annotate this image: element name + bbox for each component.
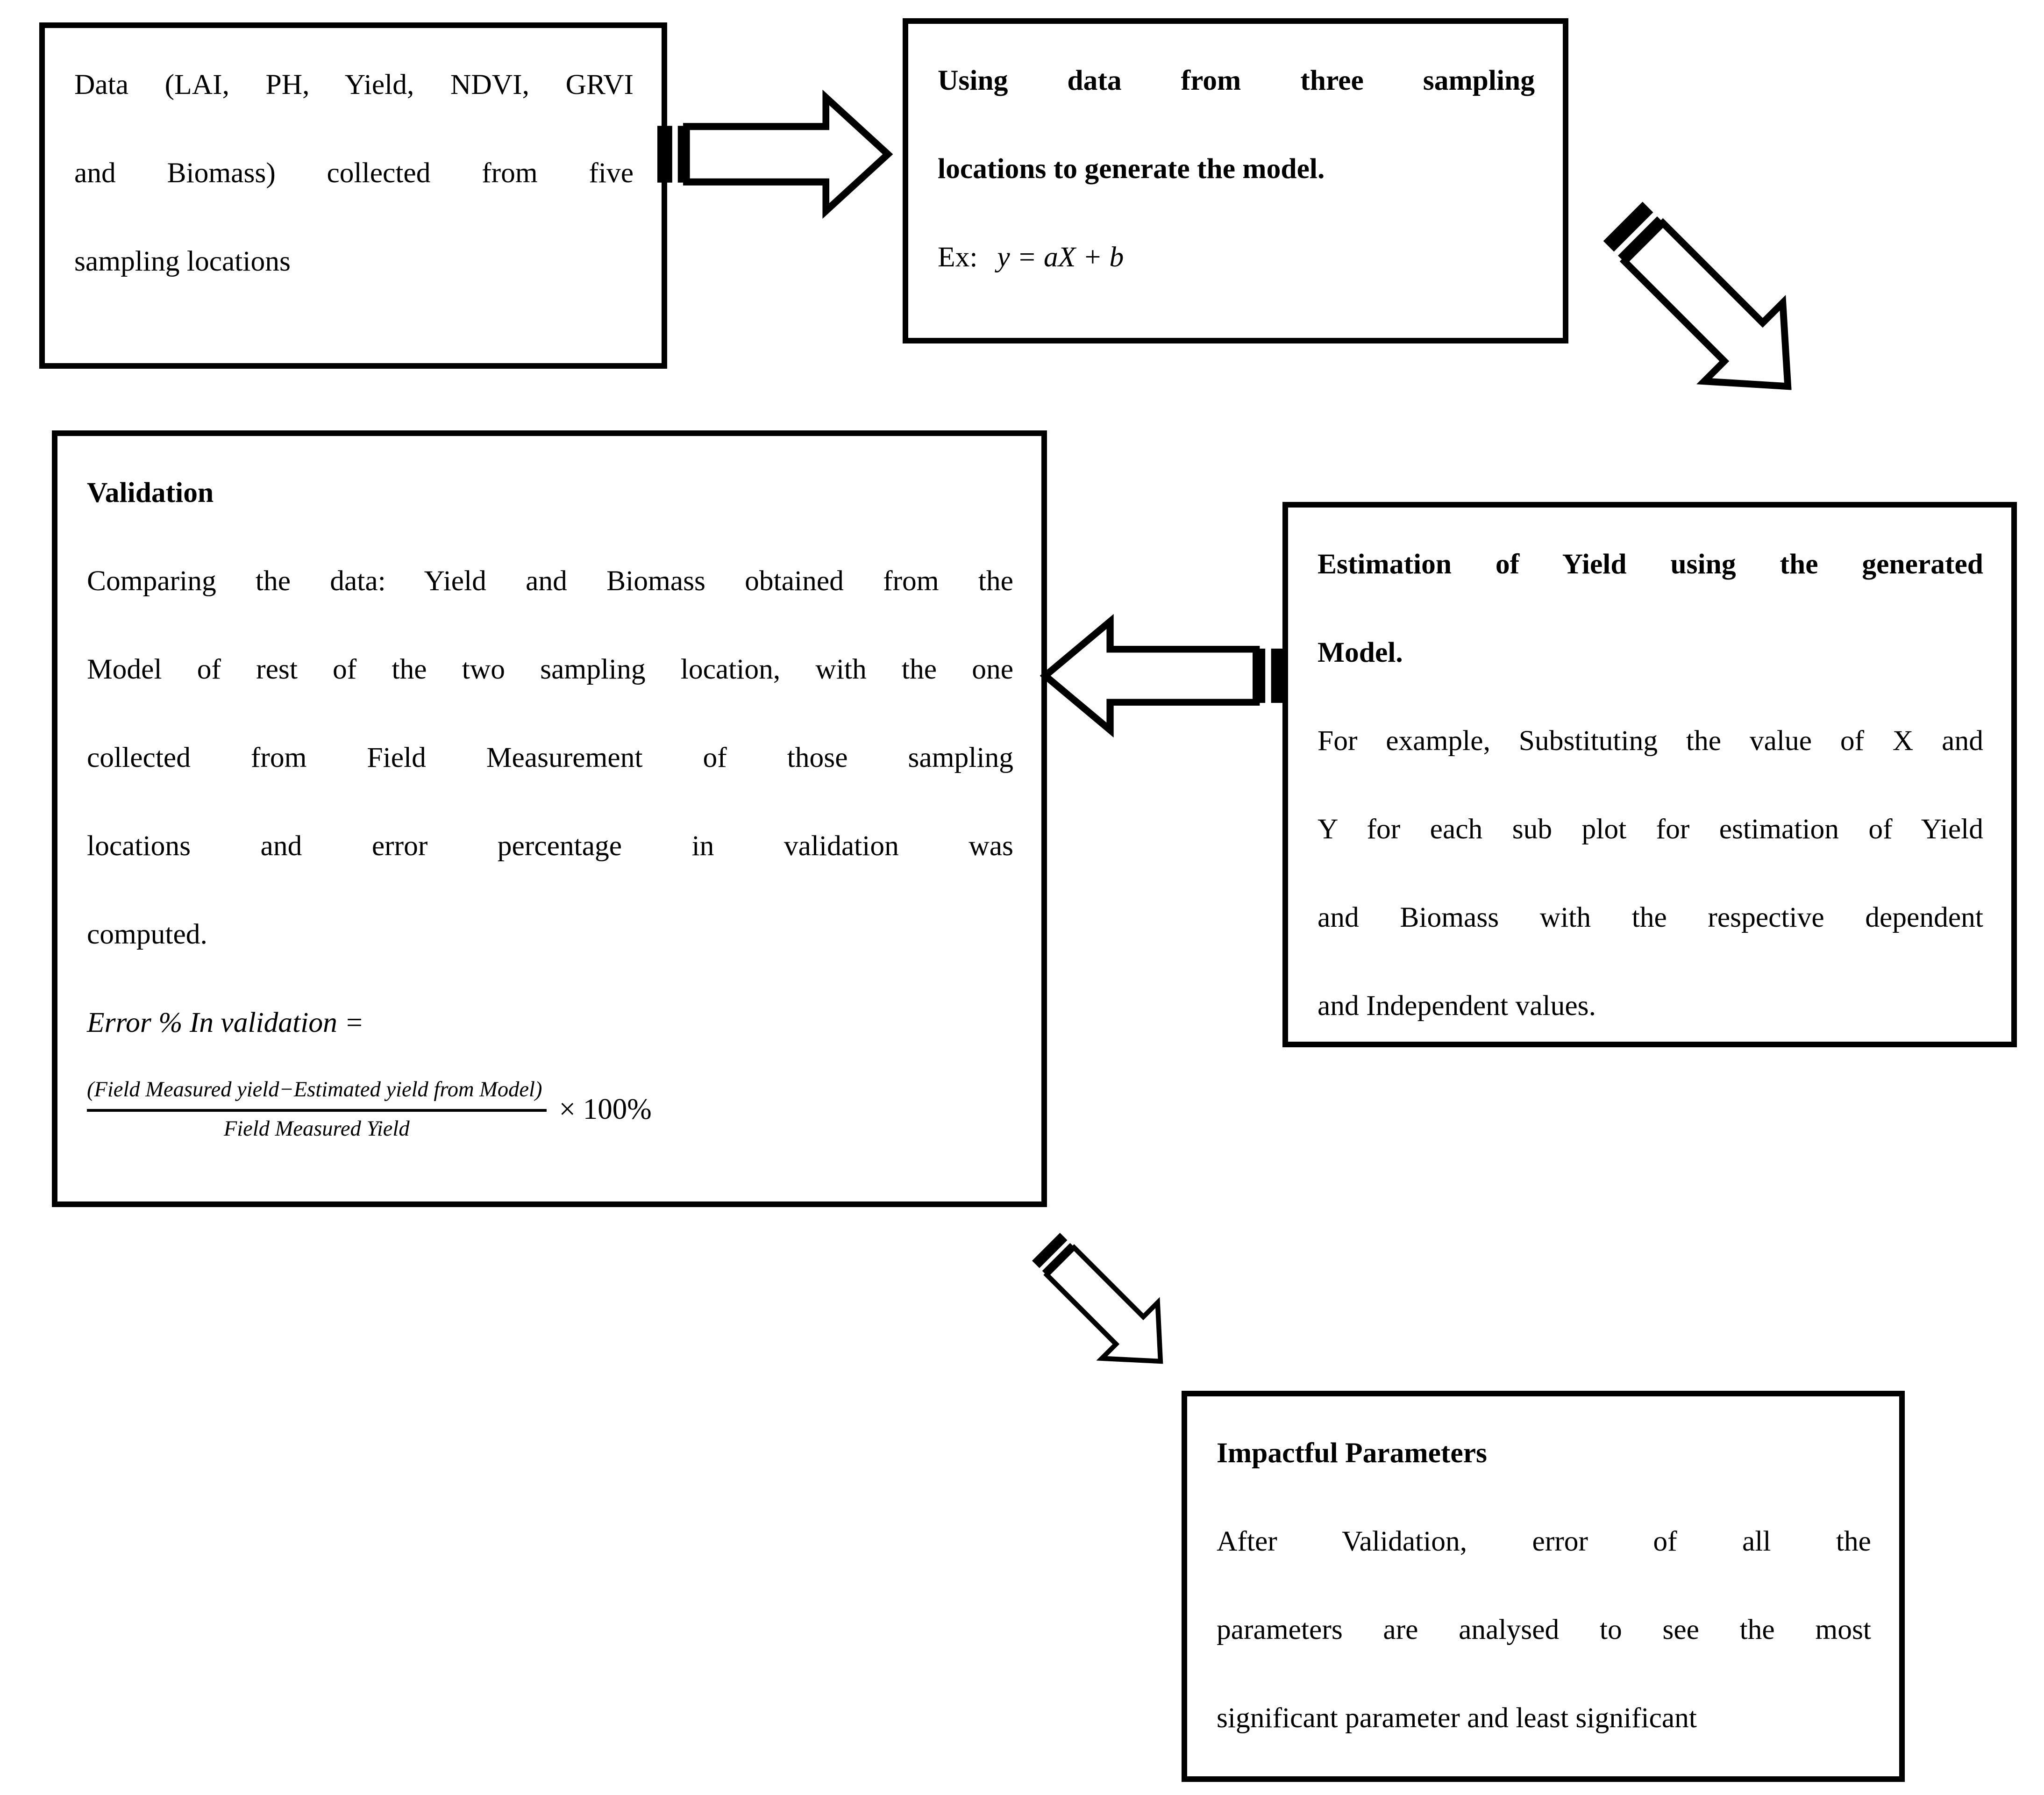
text-line: Validation	[87, 478, 214, 509]
box-data-collection: Data (LAI, PH, Yield, NDVI, GRVI and Biom…	[39, 22, 667, 369]
example-label: Ex:	[938, 243, 978, 273]
text-line: Model.	[1318, 638, 1403, 669]
example-equation: y = aX + b	[997, 243, 1124, 273]
text-line: Estimation of Yield using the generated	[1318, 550, 1983, 580]
text-line: and Biomass) collected from five	[74, 158, 634, 189]
text-line: Y for each sub plot for estimation of Yi…	[1318, 815, 1983, 845]
formula-multiplier: × 100%	[559, 1093, 652, 1127]
text-line: significant parameter and least signific…	[1217, 1703, 1697, 1734]
text-line: collected from Field Measurement of thos…	[87, 743, 1013, 774]
text-line: computed.	[87, 920, 207, 951]
formula-denominator: Field Measured Yield	[223, 1117, 410, 1142]
striped-arrow-left-icon	[1040, 614, 1287, 737]
text-line: Using data from three sampling	[938, 66, 1535, 97]
text-line: For example, Substituting the value of X…	[1318, 726, 1983, 757]
striped-arrow-down-right-small-icon	[1014, 1215, 1195, 1395]
formula-fraction: (Field Measured yield−Estimated yield fr…	[87, 1077, 547, 1144]
text-line: After Validation, error of all the	[1217, 1527, 1871, 1558]
validation-error-formula: (Field Measured yield−Estimated yield fr…	[87, 1077, 1013, 1144]
text-line: locations and error percentage in valida…	[87, 831, 1013, 862]
text-line: sampling locations	[74, 247, 291, 278]
text-line: and Independent values.	[1318, 991, 1596, 1022]
model-example-line: Ex: y = aX + b	[938, 215, 1535, 303]
formula-numerator: (Field Measured yield−Estimated yield fr…	[87, 1077, 547, 1112]
text-line: parameters are analysed to see the most	[1217, 1615, 1871, 1646]
text-line: Data (LAI, PH, Yield, NDVI, GRVI	[74, 70, 634, 101]
text-line: Impactful Parameters	[1217, 1438, 1487, 1469]
text-line: and Biomass with the respective dependen…	[1318, 903, 1983, 934]
text-line: Model of rest of the two sampling locati…	[87, 655, 1013, 686]
text-line: locations to generate the model.	[938, 154, 1325, 185]
text-line: Error % In validation =	[87, 1008, 364, 1039]
striped-arrow-right-icon	[657, 90, 893, 219]
box-model-generation: Using data from three sampling locations …	[903, 18, 1568, 343]
striped-arrow-down-right-icon	[1578, 177, 1836, 435]
text-line: Comparing the data: Yield and Biomass ob…	[87, 566, 1013, 597]
